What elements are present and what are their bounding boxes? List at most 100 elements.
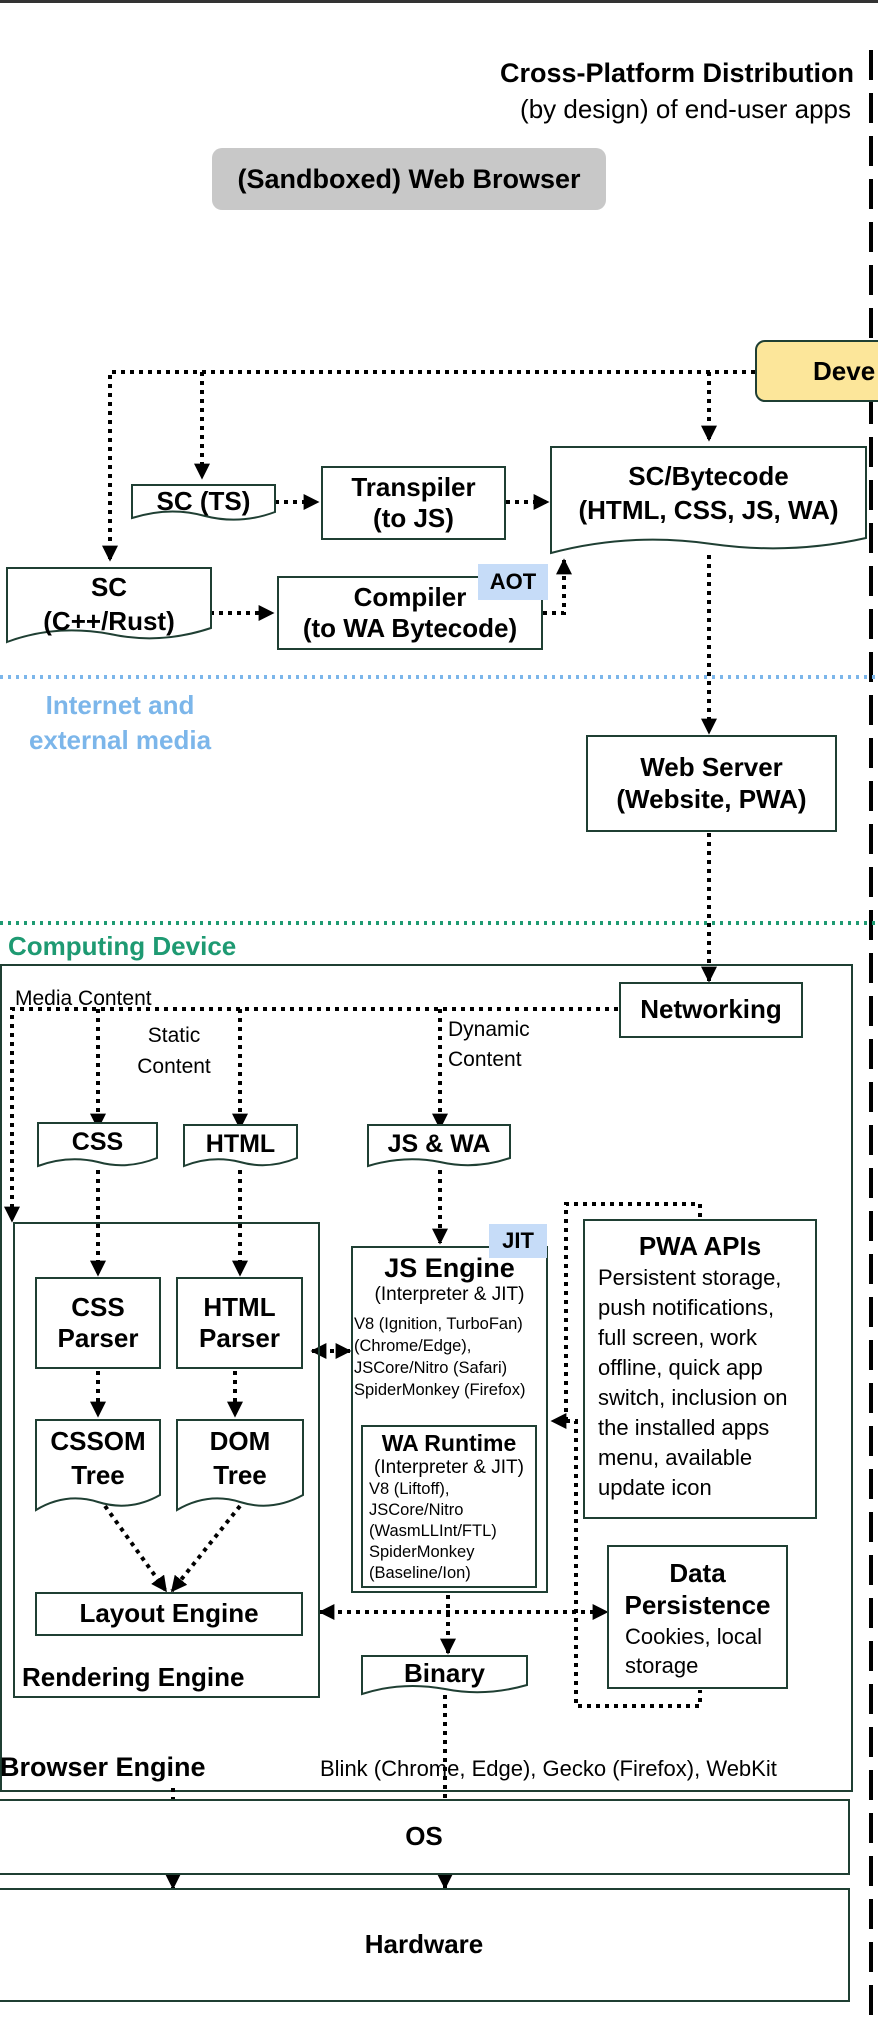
transpiler-box: Transpiler (to JS) (321, 466, 506, 540)
browser-pill: (Sandboxed) Web Browser (212, 148, 606, 210)
pwa-apis-box: PWA APIs Persistent storage, push notifi… (583, 1219, 817, 1519)
binary-shape (361, 1655, 528, 1696)
html-parser-title: HTML (203, 1291, 276, 1322)
cross-platform-title: Cross-Platform Distribution (499, 58, 854, 88)
computing-device-frame (0, 964, 853, 1792)
networking-box: Networking (619, 982, 803, 1038)
dynamic-content-label: Dynamic Content (448, 1015, 530, 1075)
os-box: OS (0, 1799, 850, 1875)
data-persistence-detail: Cookies, local (625, 1624, 762, 1649)
bytecode-label: SC/Bytecode (HTML, CSS, JS, WA) (551, 459, 866, 527)
js-engine-detail: V8 (Ignition, TurboFan) (354, 1315, 523, 1333)
static-content-line2: Content (137, 1055, 211, 1078)
cssom-subtitle: Tree (71, 1460, 125, 1490)
pwa-apis-detail: full screen, work (598, 1325, 757, 1350)
js-engine-title: JS Engine (384, 1253, 515, 1283)
css-parser-subtitle: Parser (57, 1323, 139, 1353)
hardware-box: Hardware (0, 1888, 850, 2002)
wa-runtime-box: WA Runtime (Interpreter & JIT) V8 (Lifto… (361, 1425, 537, 1588)
pwa-apis-detail: push notifications, (598, 1295, 775, 1320)
wa-runtime-subtitle: (Interpreter & JIT) (374, 1457, 524, 1478)
compiler-subtitle: (to WA Bytecode) (302, 613, 518, 643)
rendering-engine-label: Rendering Engine (22, 1662, 245, 1692)
data-persistence-detail: storage (625, 1653, 699, 1678)
js-engine-detail: (Chrome/Edge), (354, 1337, 472, 1355)
pwa-apis-title: PWA APIs (638, 1231, 762, 1261)
internet-label-line1: Internet and (45, 690, 195, 720)
wa-runtime-detail: (Baseline/Ion) (369, 1564, 471, 1582)
dom-to-layout-connector (170, 1504, 242, 1593)
transpiler-title: Transpiler (351, 471, 476, 502)
aot-tag: AOT (478, 564, 548, 600)
js-engine-detail: SpiderMonkey (Firefox) (354, 1381, 526, 1399)
dynamic-content-line2: Content (448, 1048, 522, 1071)
media-content-label: Media Content (15, 987, 152, 1010)
pwa-apis-detail: the installed apps (598, 1415, 770, 1440)
wa-runtime-detail: (WasmLLInt/FTL) (369, 1522, 497, 1540)
sc-ts-shape (131, 484, 276, 521)
dom-shape (176, 1419, 304, 1512)
transpiler-subtitle: (to JS) (373, 503, 454, 533)
dom-subtitle: Tree (213, 1460, 267, 1490)
persistence-loop-connector (566, 1419, 702, 1708)
sc-cpp-label: SC (C++/Rust) (7, 570, 211, 638)
wa-runtime-detail: SpiderMonkey (369, 1543, 475, 1561)
jit-tag: JIT (489, 1224, 547, 1258)
browser-engine-label: Browser Engine (0, 1752, 206, 1782)
dynamic-content-line1: Dynamic (448, 1018, 530, 1041)
dom-label: DOM Tree (177, 1424, 303, 1492)
data-persistence-details: Cookies, local storage (625, 1622, 786, 1680)
pwa-apis-detail: update icon (598, 1475, 712, 1500)
sc-ts-label: SC (TS) (156, 486, 251, 516)
pwa-apis-detail: Persistent storage, (598, 1265, 782, 1290)
bytecode-shape (550, 446, 867, 555)
compiler-title: Compiler (353, 581, 467, 612)
wa-runtime-title: WA Runtime (381, 1430, 517, 1456)
dom-title: DOM (209, 1426, 271, 1456)
js-engine-subtitle: (Interpreter & JIT) (374, 1284, 525, 1305)
js-engine-detail: JSCore/Nitro (Safari) (354, 1359, 508, 1377)
static-content-line1: Static (147, 1024, 201, 1047)
sc-cpp-shape (6, 567, 212, 644)
html-shape (183, 1124, 298, 1168)
html-label: HTML (205, 1130, 276, 1158)
rendering-engine-frame (13, 1222, 320, 1698)
data-persistence-title: Data (669, 1558, 726, 1588)
cssom-shape (35, 1419, 161, 1512)
sc-cpp-title: SC (90, 572, 128, 602)
media-content-connector (4, 1007, 618, 1223)
sc-cpp-subtitle: (C++/Rust) (43, 606, 175, 636)
cross-platform-subtitle: (by design) of end-user apps (520, 94, 851, 124)
internet-label-line2: external media (28, 725, 212, 755)
data-persistence-box: Data Persistence Cookies, local storage (607, 1545, 788, 1689)
cssom-label: CSSOM Tree (36, 1424, 160, 1492)
binary-label: Binary (404, 1658, 485, 1688)
js-engine-details: V8 (Ignition, TurboFan) (Chrome/Edge), J… (354, 1313, 546, 1401)
web-server-box: Web Server (Website, PWA) (586, 735, 837, 832)
compiler-to-bytecode-connector (543, 558, 572, 615)
css-label: CSS (71, 1128, 124, 1156)
wa-runtime-detail: JSCore/Nitro (369, 1501, 464, 1519)
pwa-apis-detail: menu, available (598, 1445, 753, 1470)
web-server-title: Web Server (640, 752, 783, 783)
bytecode-subtitle: (HTML, CSS, JS, WA) (578, 495, 839, 525)
static-content-label: Static Content (128, 1020, 220, 1082)
css-parser-box: CSS Parser (35, 1277, 161, 1369)
pwa-to-jsengine-connector (550, 1202, 702, 1429)
html-parser-subtitle: Parser (199, 1323, 280, 1353)
bytecode-title: SC/Bytecode (628, 461, 789, 491)
wa-runtime-details: V8 (Liftoff), JSCore/Nitro (WasmLLInt/FT… (369, 1479, 535, 1584)
pwa-apis-detail: switch, inclusion on (598, 1385, 788, 1410)
js-wa-label: JS & WA (387, 1130, 491, 1158)
developer-box: Deve (755, 340, 878, 402)
browser-engine-list: Blink (Chrome, Edge), Gecko (Firefox), W… (320, 1756, 777, 1781)
web-server-subtitle: (Website, PWA) (616, 783, 807, 814)
css-shape (37, 1122, 158, 1168)
data-persistence-subtitle: Persistence (624, 1590, 771, 1620)
internet-label: Internet and external media (15, 688, 225, 758)
css-parser-title: CSS (71, 1291, 125, 1322)
pwa-apis-detail: offline, quick app (598, 1355, 763, 1380)
pwa-apis-details: Persistent storage, push notifications, … (598, 1263, 815, 1503)
